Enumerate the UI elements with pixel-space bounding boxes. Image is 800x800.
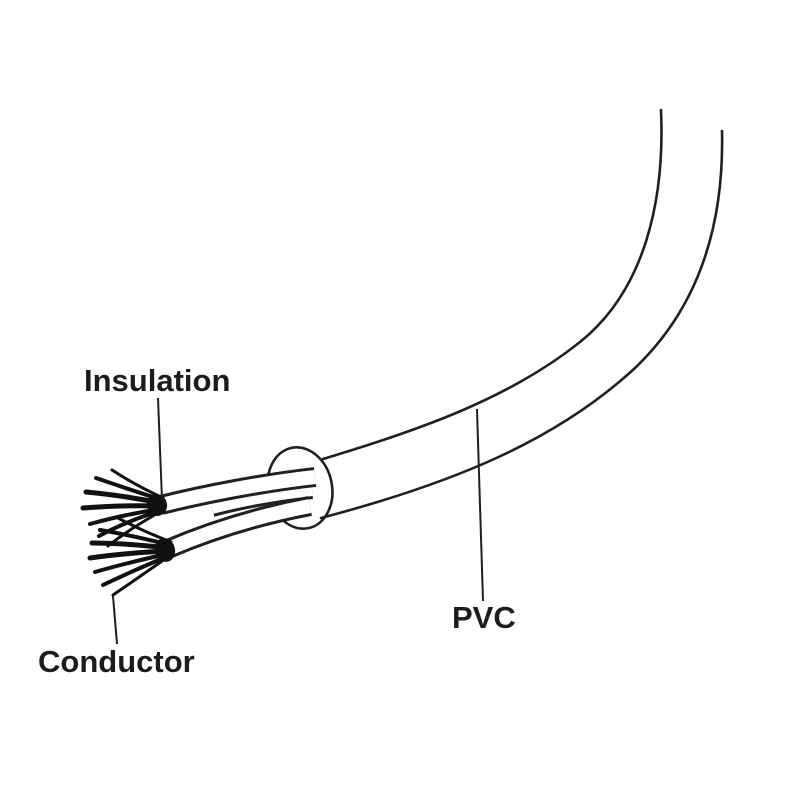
pvc-leader-line [476,408,484,602]
conductor-strands-lower [87,516,176,597]
insulated-wire-middle-core [210,484,313,514]
insulation-label: Insulation [84,363,230,398]
insulated-wires [158,467,317,559]
insulated-wire-upper-core [159,470,316,512]
insulated-wire-lower-core [165,499,312,556]
insulation-leader-line [157,397,163,501]
strand [94,476,164,502]
strand [83,489,164,506]
strand [98,528,172,547]
strand [89,540,172,551]
strand [101,555,168,587]
jacket-top-edge [321,108,663,461]
conductor-label: Conductor [38,644,195,679]
conductor-leader-line [112,595,118,645]
strand [111,557,167,597]
strand [87,548,171,561]
strand [110,468,165,500]
strand [93,552,169,574]
cable-jacket [319,108,724,520]
strand [80,503,163,511]
strand [116,516,173,544]
jacket-bottom-edge [319,129,724,520]
pvc-label: PVC [452,600,516,635]
strand [88,507,162,526]
